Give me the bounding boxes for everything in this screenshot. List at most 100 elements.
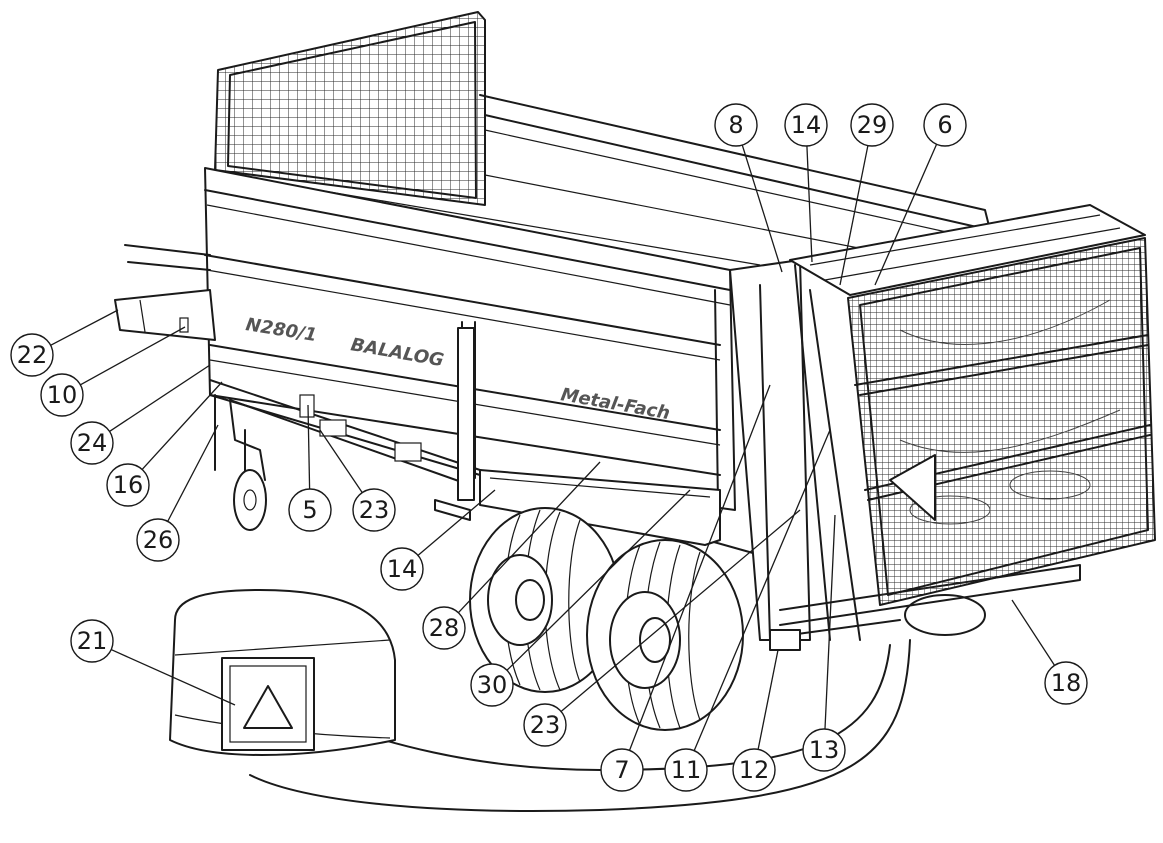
callout-24: 24 <box>70 364 211 465</box>
rear-hood <box>789 204 1146 296</box>
callout-number: 8 <box>728 111 743 139</box>
callout-8: 8 <box>714 103 783 273</box>
callout-circle <box>352 488 396 532</box>
callout-number: 16 <box>113 471 144 499</box>
callout-14: 14 <box>784 103 828 263</box>
callout-leader <box>109 364 211 432</box>
callout-leader <box>80 326 186 386</box>
callout-number: 6 <box>937 111 952 139</box>
callout-number: 24 <box>77 429 108 457</box>
callout-number: 28 <box>429 614 460 642</box>
callout-number: 23 <box>359 496 390 524</box>
callout-leader <box>1011 599 1056 666</box>
callout-23: 23 <box>523 509 801 747</box>
callout-5: 5 <box>288 404 332 532</box>
callout-circle <box>600 748 644 792</box>
callout-26: 26 <box>136 424 219 562</box>
rear-wheel <box>469 507 621 693</box>
callout-circle <box>714 103 758 147</box>
callout-number: 14 <box>791 111 822 139</box>
callout-13: 13 <box>802 514 846 772</box>
callout-number: 22 <box>17 341 48 369</box>
callout-circle <box>70 421 114 465</box>
callout-leader <box>874 143 938 286</box>
callout-leader <box>824 514 836 730</box>
callout-18: 18 <box>1011 599 1088 705</box>
hydraulic-hose-lower <box>249 639 911 812</box>
callout-number: 18 <box>1051 669 1082 697</box>
access-step <box>479 469 721 546</box>
jockey-wheel <box>229 399 267 531</box>
callout-30: 30 <box>470 489 691 707</box>
callout-leader <box>319 429 363 493</box>
callout-circle <box>422 606 466 650</box>
callout-leader <box>839 145 869 286</box>
callout-number: 7 <box>614 756 629 784</box>
callout-28: 28 <box>422 461 601 650</box>
callout-leader <box>141 381 223 470</box>
callout-circle <box>40 373 84 417</box>
callout-circle <box>1044 661 1088 705</box>
callout-23: 23 <box>319 429 396 532</box>
callout-circle <box>732 748 776 792</box>
callout-number: 29 <box>857 111 888 139</box>
callout-circle <box>850 103 894 147</box>
callout-number: 10 <box>47 381 78 409</box>
callout-16: 16 <box>106 381 223 507</box>
callout-number: 13 <box>809 736 840 764</box>
callout-circle <box>70 619 114 663</box>
callout-circle <box>106 463 150 507</box>
callout-number: 12 <box>739 756 770 784</box>
callout-leader <box>110 648 236 706</box>
callout-number: 26 <box>143 526 174 554</box>
front-mesh-guard <box>214 11 486 206</box>
rear-mesh-guard <box>847 237 1156 606</box>
callout-leader <box>806 145 813 263</box>
callout-circle <box>784 103 828 147</box>
callout-21: 21 <box>70 619 236 706</box>
callout-number: 11 <box>671 756 702 784</box>
callout-7: 7 <box>600 384 771 792</box>
callout-leader <box>457 461 601 614</box>
detail-inset <box>169 589 396 756</box>
callout-circle <box>10 333 54 377</box>
callout-number: 23 <box>530 711 561 739</box>
callout-circle <box>802 728 846 772</box>
callout-circle <box>664 748 708 792</box>
callout-29: 29 <box>839 103 894 286</box>
callout-12: 12 <box>732 649 779 792</box>
callout-circle <box>523 703 567 747</box>
callout-number: 14 <box>387 555 418 583</box>
callout-11: 11 <box>664 429 831 792</box>
callout-10: 10 <box>40 326 186 417</box>
callout-leader <box>560 509 801 712</box>
rear-roller <box>904 594 986 636</box>
warning-triangle-icon <box>243 685 293 729</box>
callout-number: 5 <box>302 496 317 524</box>
callout-14: 14 <box>380 489 496 591</box>
callout-circle <box>288 488 332 532</box>
callout-number: 21 <box>77 627 108 655</box>
callout-leader <box>741 144 783 273</box>
callout-leader <box>757 649 779 750</box>
callout-circle <box>470 663 514 707</box>
drawbar <box>114 244 216 341</box>
callout-leader <box>307 404 311 490</box>
side-post <box>434 327 475 521</box>
callout-leader <box>693 429 831 751</box>
callout-leader <box>167 424 219 522</box>
callout-circle <box>923 103 967 147</box>
callout-circle <box>136 518 180 562</box>
callout-leader <box>50 309 119 346</box>
callout-circle <box>380 547 424 591</box>
callout-6: 6 <box>874 103 967 286</box>
callout-leader <box>628 384 771 751</box>
spreader-frame <box>729 259 1081 651</box>
callout-leader <box>417 489 496 556</box>
callout-22: 22 <box>10 309 119 377</box>
callout-number: 30 <box>477 671 508 699</box>
callout-leader <box>506 489 691 671</box>
